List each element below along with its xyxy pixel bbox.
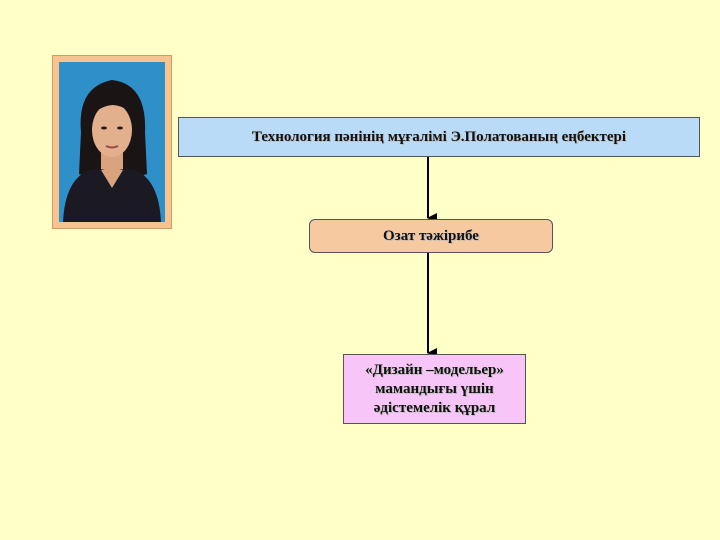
middle-box-text: Озат тәжірибе [383, 227, 479, 244]
teacher-photo-frame [52, 55, 172, 229]
bottom-box-line-3: әдістемелік құрал [373, 399, 496, 416]
bottom-box-line-1: «Дизайн –модельер» [365, 361, 504, 378]
teacher-photo [59, 62, 165, 222]
title-box: Технология пәнінің мұғалімі Э.Полатованы… [178, 117, 700, 157]
bottom-box: «Дизайн –модельер» мамандығы үшін әдісте… [343, 354, 526, 424]
bottom-box-line-2: мамандығы үшін [375, 380, 494, 397]
title-box-text: Технология пәнінің мұғалімі Э.Полатованы… [251, 128, 627, 145]
middle-box: Озат тәжірибе [309, 219, 553, 253]
